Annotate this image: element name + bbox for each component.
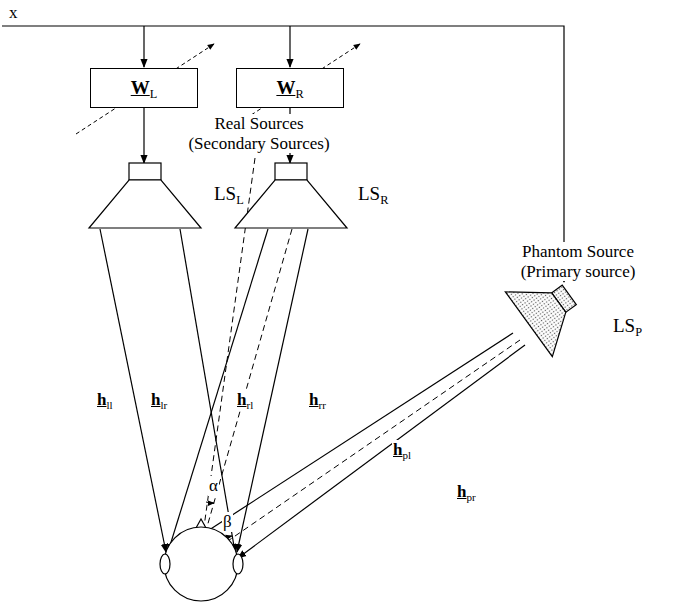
symbol-main: W	[131, 77, 150, 98]
component-label: WL	[131, 77, 158, 99]
symbol-main: h	[393, 440, 402, 459]
angle-symbol: α	[208, 476, 219, 496]
transfer-function: hpl	[392, 440, 412, 460]
signal-name: x	[8, 3, 19, 23]
weight-filter-box: WR	[236, 68, 344, 108]
symbol-main: h	[309, 390, 318, 409]
weight-filter-box: WL	[90, 68, 198, 108]
symbol-main: h	[457, 482, 466, 501]
symbol-subscript: R	[380, 193, 388, 207]
symbol-subscript: lr	[160, 399, 167, 411]
transfer-function: hll	[96, 390, 114, 410]
symbol-main: W	[276, 77, 295, 98]
symbol-subscript: L	[150, 87, 158, 101]
transfer-function: hrr	[308, 390, 327, 410]
symbol-main: LS	[214, 183, 236, 204]
symbol-subscript: rr	[318, 399, 325, 411]
loudspeaker-outline	[234, 163, 348, 229]
transfer-function: hrl	[236, 390, 254, 410]
loudspeaker: LSR	[234, 163, 348, 229]
component-label: LSL	[214, 183, 244, 205]
loudspeaker-outline	[88, 163, 202, 229]
symbol-subscript: P	[635, 325, 642, 339]
symbol-subscript: L	[236, 193, 244, 207]
group-caption: Real Sources (Secondary Sources)	[183, 114, 335, 153]
symbol-main: h	[151, 390, 160, 409]
component-label: LSR	[358, 183, 388, 205]
signal-connector	[143, 108, 144, 163]
component-label: WR	[276, 77, 303, 99]
symbol-main: LS	[358, 183, 380, 204]
loudspeaker: LSL	[88, 163, 202, 229]
transfer-function: hpr	[456, 482, 477, 502]
angle-symbol: β	[222, 512, 233, 532]
transfer-function: hlr	[150, 390, 168, 410]
symbol-subscript: R	[295, 87, 303, 101]
symbol-subscript: ll	[106, 399, 112, 411]
symbol-main: h	[97, 390, 106, 409]
component-label: LSP	[613, 315, 642, 337]
symbol-main: LS	[613, 315, 635, 336]
symbol-subscript: pr	[466, 491, 475, 503]
symbol-main: h	[237, 390, 246, 409]
acoustic-path	[100, 229, 525, 558]
symbol-subscript: pl	[402, 449, 411, 461]
group-caption: Phantom Source (Primary source)	[512, 242, 644, 281]
signal-wire	[2, 26, 564, 282]
symbol-subscript: rl	[246, 399, 253, 411]
direction-line	[206, 229, 520, 556]
